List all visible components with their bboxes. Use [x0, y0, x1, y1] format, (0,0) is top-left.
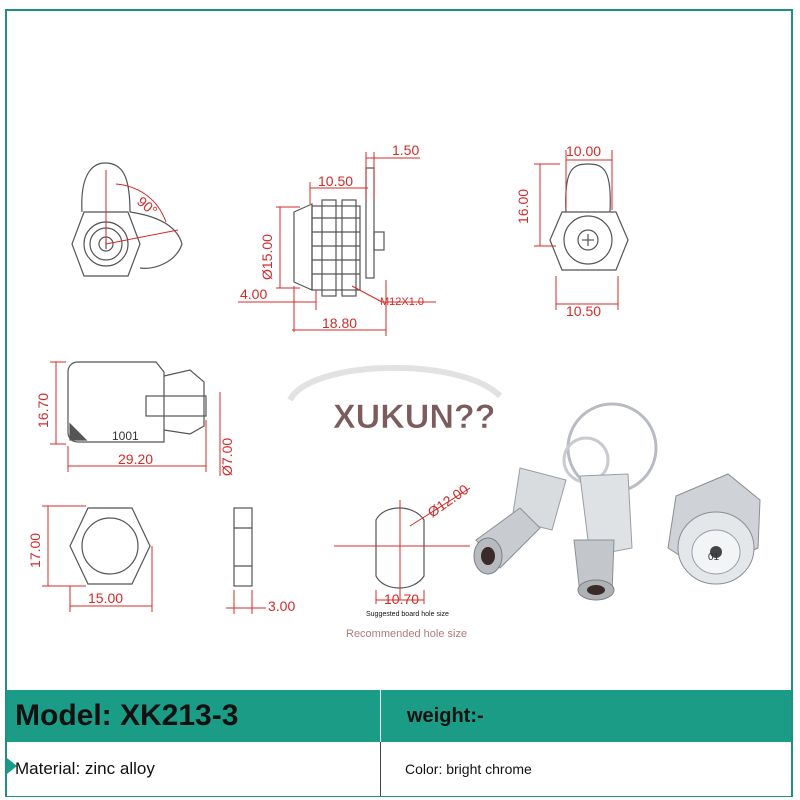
dim-thread: M12X1.0 — [380, 296, 424, 308]
side-dimension-lines — [238, 152, 436, 336]
dim-hole-flat: 10.70 — [384, 591, 419, 607]
angle-label: 90° — [134, 193, 161, 219]
back-dimension-lines — [534, 150, 619, 310]
key-number: 1001 — [112, 429, 139, 443]
model-label: Model: XK213-3 — [15, 699, 239, 732]
lock-cylinder-photo: 01 — [667, 473, 761, 585]
hole-note-english: Suggested board hole size — [366, 611, 449, 618]
dim-diameter-15: Ø15.00 — [259, 234, 275, 280]
dim-total-length: 18.80 — [322, 315, 357, 331]
dim-key-height: 16.70 — [35, 393, 51, 428]
nut-dimension-lines — [42, 505, 153, 612]
lock-side-view — [293, 167, 385, 297]
spec-row-material: Material: zinc alloy Color: bright chrom… — [7, 742, 791, 796]
dim-flange: 1.50 — [392, 142, 419, 158]
dim-hole-diameter: Ø12.00 — [425, 481, 472, 521]
dim-cam-width-bottom: 10.50 — [566, 303, 601, 319]
dim-key-length: 29.20 — [118, 451, 153, 467]
key-dimension-lines — [50, 361, 221, 476]
hole-dimension-lines — [334, 487, 471, 604]
watermark-text: XUKUN?? — [333, 398, 495, 436]
color-label: Color: bright chrome — [405, 761, 532, 777]
watermark: XUKUN?? — [287, 365, 503, 436]
table-divider-bottom — [380, 742, 381, 796]
lock-stamp: 01 — [708, 552, 720, 563]
spec-row-model: Model: XK213-3 weight:- — [7, 690, 791, 742]
table-divider-top — [380, 690, 381, 742]
technical-drawing: 90° 1.50 10.50 Ø15.00 4.00 M12X1.0 18.80 — [27, 142, 761, 640]
material-label: Material: zinc alloy — [15, 759, 155, 778]
key-drawing — [67, 361, 207, 443]
lock-back-view — [549, 163, 629, 271]
nut-side-dimension — [226, 590, 266, 614]
dim-cam-width-top: 10.00 — [566, 143, 601, 159]
dim-body-length: 10.50 — [318, 173, 353, 189]
nut-side-view — [233, 507, 253, 587]
dim-4: 4.00 — [240, 286, 267, 302]
rotation-arc — [105, 170, 179, 245]
dim-nut-height: 17.00 — [27, 533, 43, 568]
hole-note-recommended: Recommended hole size — [346, 628, 467, 640]
nut-front-view — [69, 507, 151, 585]
dim-nut-width: 15.00 — [88, 590, 123, 606]
keys-photo — [473, 402, 658, 601]
dim-cam-height: 16.00 — [515, 189, 531, 224]
hole-view — [375, 507, 425, 589]
dim-nut-thickness: 3.00 — [268, 598, 295, 614]
dim-key-diameter: Ø7.00 — [219, 438, 235, 476]
weight-label: weight:- — [407, 704, 484, 727]
row-accent-marker — [7, 758, 17, 774]
